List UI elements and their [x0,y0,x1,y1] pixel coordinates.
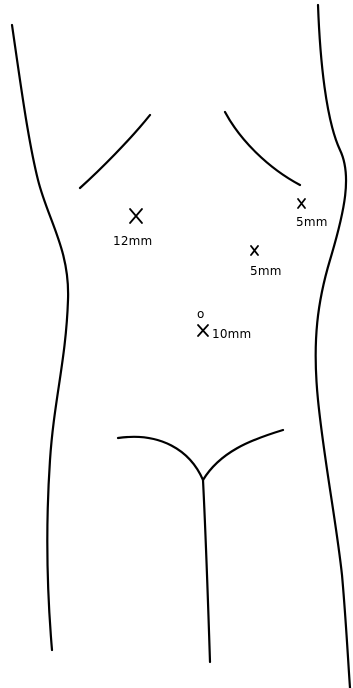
port-label-10mm: 10mm [212,327,251,341]
x-mark-icon [198,325,208,336]
port-marker-12mm [130,209,142,223]
x-mark-icon [298,199,305,208]
umbilicus-marker: o [197,307,205,321]
port-label-5mm-upper: 5mm [296,215,328,229]
left-costal-margin [80,115,150,188]
right-costal-margin [225,112,300,185]
port-marker-5mm-upper [298,199,305,208]
groin-crease [118,430,283,480]
x-mark-icon [251,246,258,255]
port-marker-10mm [198,325,208,336]
x-mark-icon [130,209,142,223]
left-torso-outline [12,25,68,650]
port-label-5mm-lower: 5mm [250,264,282,278]
port-marker-5mm-lower [251,246,258,255]
right-torso-outline [316,5,350,688]
port-label-12mm: 12mm [113,234,152,248]
inner-thigh-line [203,480,210,662]
